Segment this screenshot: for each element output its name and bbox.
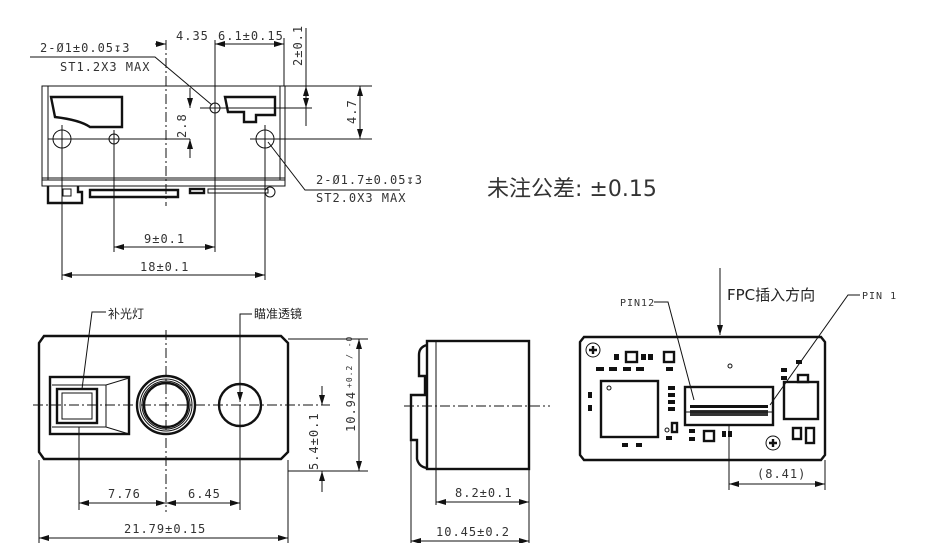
top-cutout-left: [49, 95, 124, 129]
pcb-outline: [578, 335, 827, 462]
dim-5-4: 5.4±0.1: [307, 412, 321, 470]
side-components: [409, 343, 428, 470]
top-view: 2-Ø1±0.05↧3 ST1.2X3 MAX 2-Ø1.7±0.05↧3 ST…: [30, 25, 423, 280]
screw-mark-top-left: [585, 342, 601, 358]
dim-2: 2±0.1: [291, 25, 305, 66]
front-view: 补光灯 瞄准透镜 7.76 6.45 21.79±0.15 5.4±0.1 10…: [33, 306, 368, 543]
hole1-screw-spec: ST1.2X3 MAX: [60, 60, 150, 74]
dim-8-2: 8.2±0.1: [455, 486, 513, 500]
dim-4-35: 4.35: [176, 29, 209, 43]
top-body-outline: [41, 85, 286, 181]
dim-18: 18±0.1: [140, 260, 189, 274]
dim-9: 9±0.1: [144, 232, 185, 246]
dim-10-94-tolerance: +0.2 / -0: [345, 336, 354, 388]
back-view: FPC插入方向 PIN12 PIN 1 (8.41): [578, 268, 897, 490]
dim-2-8: 2.8: [175, 113, 189, 138]
dim-10-45: 10.45±0.2: [436, 525, 510, 539]
connector-pins: [690, 405, 768, 416]
hole1-callout: 2-Ø1±0.05↧3: [40, 41, 130, 55]
main-chip: [599, 379, 660, 439]
side-view: 8.2±0.1 10.45±0.2: [404, 339, 550, 543]
fill-light-led: [55, 387, 99, 425]
fpc-insert-direction: FPC插入方向: [727, 286, 815, 304]
pin1-label: PIN 1: [862, 291, 897, 302]
label-aim-lens: 瞄准透镜: [254, 306, 302, 321]
hole2-callout: 2-Ø1.7±0.05↧3: [316, 173, 423, 187]
dim-8-41: (8.41): [757, 467, 806, 481]
label-fill-light: 补光灯: [108, 307, 144, 321]
hole2-screw-spec: ST2.0X3 MAX: [316, 191, 406, 205]
dim-4-7: 4.7: [345, 99, 359, 124]
screw-mark-bottom-right: [765, 435, 781, 451]
top-cutout-right: [223, 95, 277, 124]
general-tolerance-note: 未注公差: ±0.15: [487, 177, 657, 202]
front-body-outline: [37, 334, 290, 461]
dim-21-79: 21.79±0.15: [124, 522, 206, 536]
dim-7-76: 7.76: [108, 487, 141, 501]
pcb-component-right: [782, 380, 820, 421]
pin12-label: PIN12: [620, 298, 655, 309]
dim-6-1: 6.1±0.15: [218, 29, 284, 43]
dim-10-94: 10.94: [344, 391, 358, 432]
dim-6-45: 6.45: [188, 487, 221, 501]
side-body-outline: [425, 339, 531, 471]
